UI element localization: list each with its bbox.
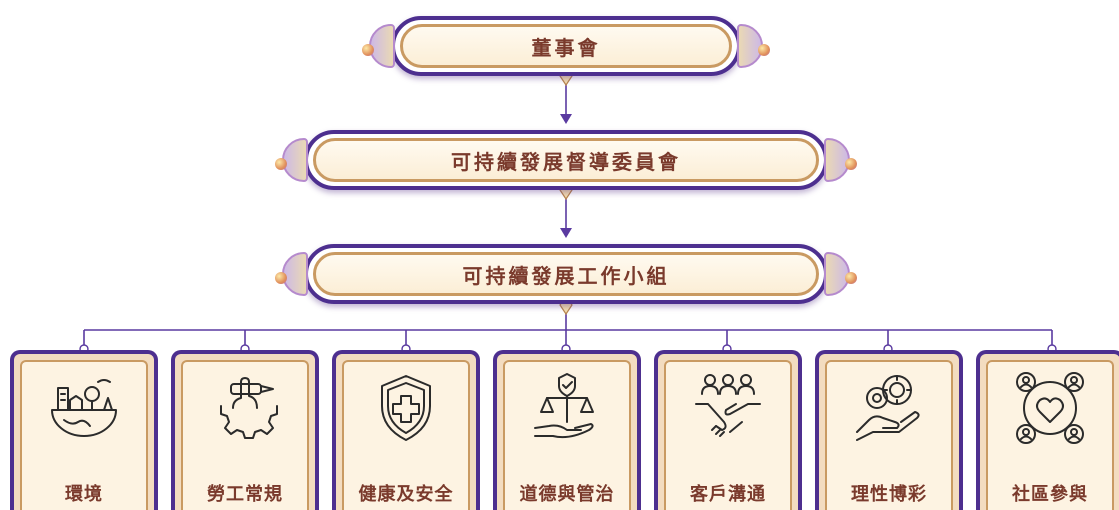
labor-icon <box>207 370 283 446</box>
unit-card-community: 社區參與 <box>976 350 1119 510</box>
responsible-gaming-icon <box>851 370 927 446</box>
board-node: 董事會 <box>362 16 770 76</box>
working-group-label: 可持續發展工作小組 <box>462 263 670 288</box>
unit-card-ethics-governance: 道德與管治 <box>493 350 641 510</box>
unit-label-labor: 勞工常規 <box>207 484 283 505</box>
unit-card-responsible-gaming: 理性博彩 <box>815 350 963 510</box>
unit-card-health-safety: 健康及安全 <box>332 350 480 510</box>
unit-label-responsible-gaming: 理性博彩 <box>851 484 927 505</box>
unit-label-environment: 環境 <box>65 484 103 505</box>
unit-card-environment: 環境 <box>10 350 158 510</box>
environment-icon <box>46 370 122 446</box>
unit-card-customer-communication: 客戶溝通 <box>654 350 802 510</box>
unit-label-customer-communication: 客戶溝通 <box>690 484 766 505</box>
board-label: 董事會 <box>531 35 601 60</box>
unit-label-health-safety: 健康及安全 <box>358 484 454 505</box>
unit-card-labor: 勞工常規 <box>171 350 319 510</box>
health-safety-icon <box>368 370 444 446</box>
community-icon <box>1012 370 1088 446</box>
arrowhead-group <box>560 228 572 238</box>
arrowhead-committee <box>560 114 572 124</box>
ethics-governance-icon <box>529 370 605 446</box>
working-group-node: 可持續發展工作小組 <box>275 244 857 304</box>
customer-communication-icon <box>690 370 766 446</box>
committee-node: 可持續發展督導委員會 <box>275 130 857 190</box>
committee-label: 可持續發展督導委員會 <box>451 149 681 174</box>
unit-label-ethics-governance: 道德與管治 <box>519 484 615 505</box>
unit-label-community: 社區參與 <box>1012 484 1088 505</box>
